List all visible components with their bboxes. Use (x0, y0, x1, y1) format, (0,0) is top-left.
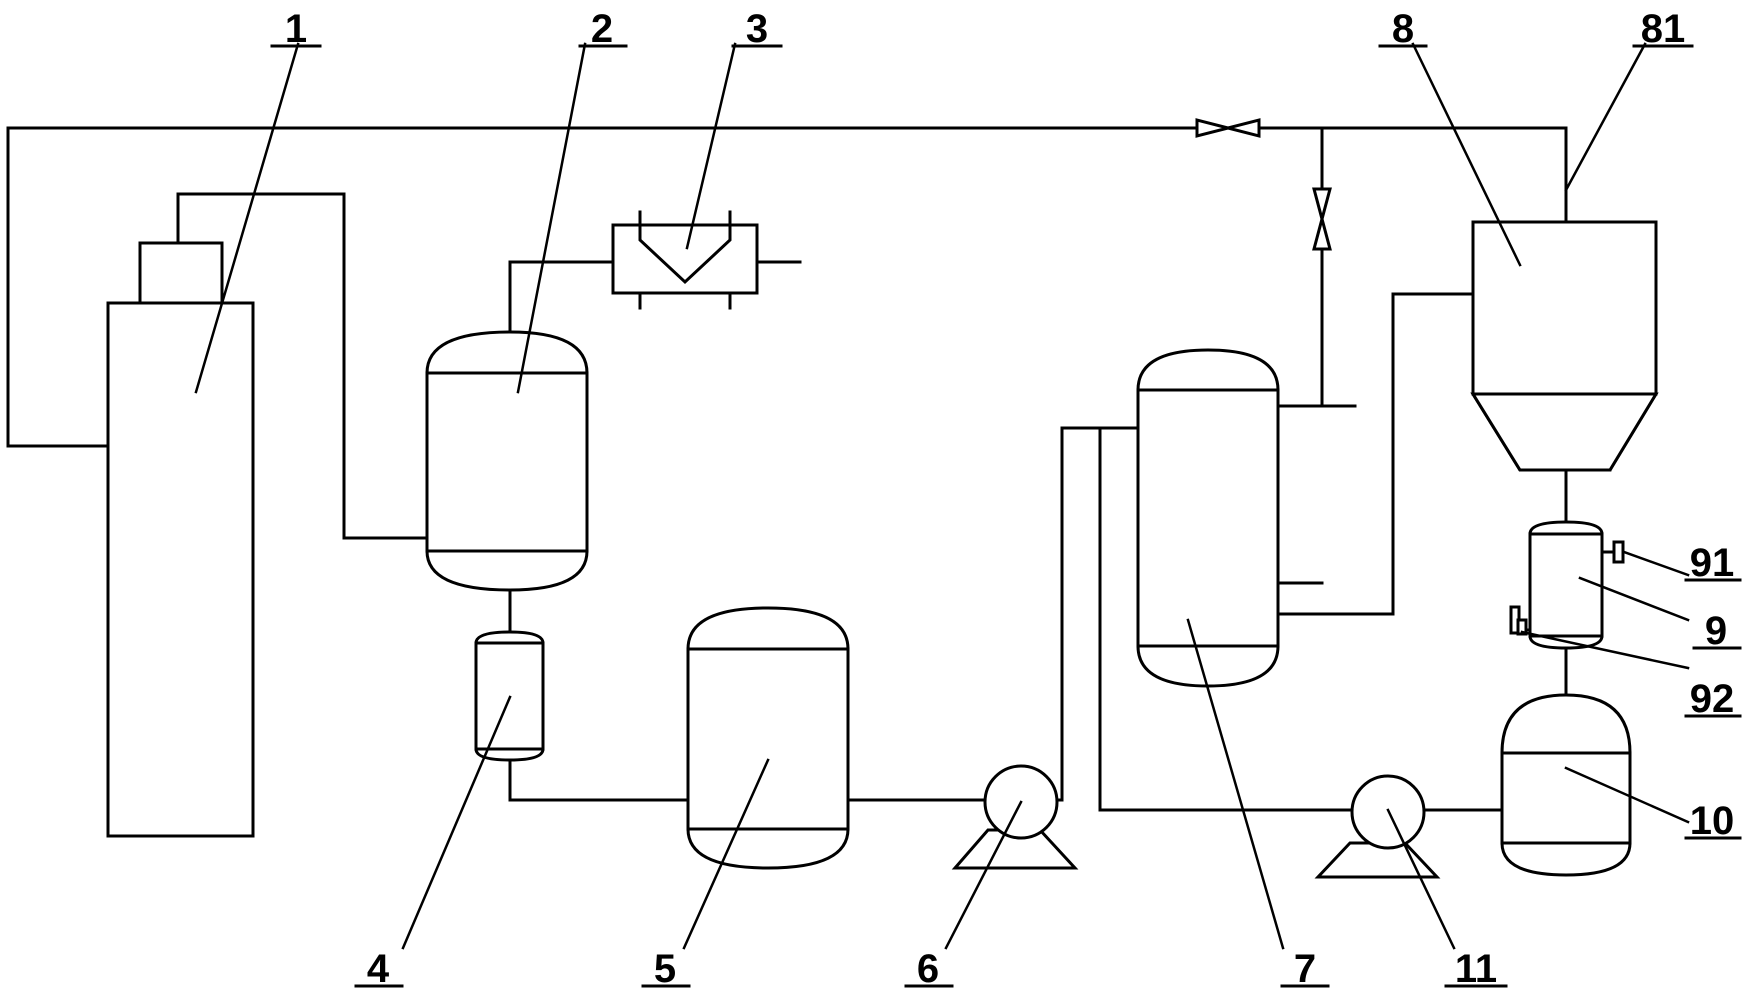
unit-6-pump (951, 764, 1079, 870)
vertical-valve-icon[interactable] (1312, 187, 1332, 251)
reference-labels: 1 2 3 4 5 6 7 8 81 91 9 92 10 11 (270, 7, 1742, 991)
reactor-to-vessel2-pipe (176, 192, 429, 540)
separator4-to-tank5-pipe (508, 758, 690, 802)
label-2: 2 (591, 7, 613, 51)
leader-lines (194, 42, 1690, 950)
unit-11-pump (1314, 774, 1441, 879)
label-7: 7 (1294, 947, 1316, 991)
label-6: 6 (917, 947, 939, 991)
leader-91 (1622, 550, 1690, 577)
unit-5-tank (686, 606, 850, 870)
leader-2 (516, 42, 587, 394)
top-recycle-pipe-right (1258, 126, 1568, 224)
label-81: 81 (1641, 7, 1686, 51)
unit-1-reactor (106, 241, 255, 838)
horizontal-valve-icon[interactable] (1195, 118, 1261, 138)
pump6-to-column7-pipe (1055, 426, 1140, 802)
unit-7-column (1136, 348, 1280, 688)
unit-2-vessel (425, 330, 589, 592)
leader-9 (1578, 576, 1690, 622)
label-9: 9 (1705, 609, 1727, 653)
outlet-91-nozzle-icon (1600, 540, 1625, 564)
label-4: 4 (367, 947, 390, 991)
leader-10 (1564, 766, 1690, 824)
leader-11 (1386, 808, 1456, 950)
leader-81 (1564, 42, 1647, 192)
leader-3 (685, 42, 737, 250)
vessel2-to-condenser-pipe (508, 260, 615, 334)
label-8: 8 (1392, 7, 1414, 51)
leader-92 (1520, 630, 1690, 670)
unit-8-cyclone (1470, 220, 1659, 472)
outlet-92-nozzle-icon (1509, 605, 1532, 636)
unit-9-vessel (1528, 520, 1604, 650)
column-vapor-branch-lower (1276, 248, 1324, 408)
label-10: 10 (1690, 799, 1735, 843)
column7-to-cyclone8-pipe (1276, 292, 1475, 616)
pipelines (6, 126, 1568, 812)
leader-7 (1186, 618, 1285, 950)
label-1: 1 (285, 7, 307, 51)
leader-6 (944, 800, 1023, 950)
label-5: 5 (654, 947, 676, 991)
leader-5 (682, 758, 770, 950)
leader-4 (401, 695, 512, 950)
pump11-to-column7-pipe (1098, 426, 1354, 812)
label-92: 92 (1690, 677, 1735, 721)
label-3: 3 (746, 7, 768, 51)
leader-1 (194, 42, 300, 394)
unit-10-tank (1500, 693, 1632, 877)
label-11: 11 (1455, 947, 1497, 991)
top-recycle-pipe (6, 126, 1197, 448)
label-91: 91 (1690, 541, 1735, 585)
leader-8 (1411, 42, 1522, 267)
unit-3-condenser (611, 210, 759, 310)
